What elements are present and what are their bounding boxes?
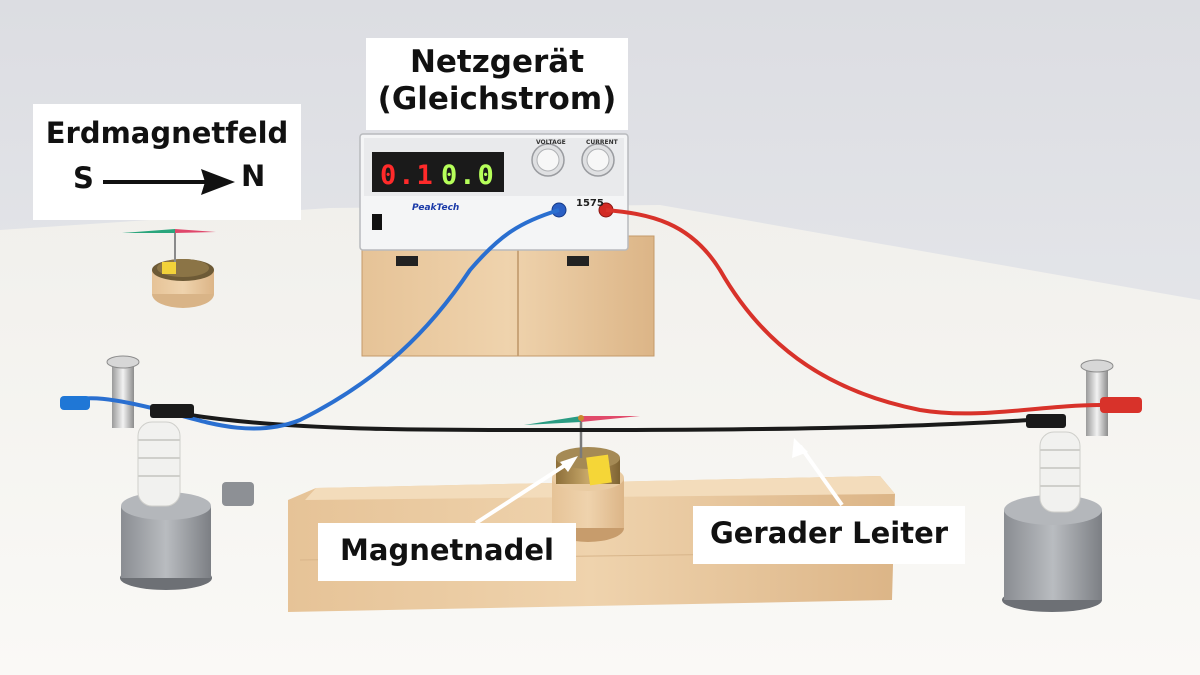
right-insulator-stand [1002, 359, 1114, 612]
power-switch [372, 214, 382, 230]
power-supply-label-line2: (Gleichstrom) [377, 81, 617, 118]
power-supply-label: Netzgerät (Gleichstrom) [366, 38, 628, 130]
reference-compass [122, 229, 216, 308]
straight-conductor-wire [189, 413, 1031, 433]
power-supply-unit [359, 133, 629, 266]
left-insulator-stand [106, 355, 254, 590]
model-number: 1575 [576, 198, 604, 209]
arrow-right-icon [103, 168, 235, 195]
south-label: S [73, 160, 94, 195]
brand-logo: PeakTech [412, 203, 460, 213]
power-supply-label-line1: Netzgerät [409, 44, 585, 80]
wire-pointer-arrow [792, 438, 844, 507]
display-panel [372, 152, 504, 192]
voltage-display: 0.1 [380, 160, 435, 191]
straight-conductor-label: Gerader Leiter [693, 506, 965, 564]
field-direction: S N [33, 157, 301, 205]
north-label: N [241, 158, 266, 193]
needle-pointer-arrow [474, 456, 578, 525]
center-compass [524, 415, 640, 542]
positive-cable [605, 208, 1101, 416]
magnetic-needle-label: Magnetnadel [318, 523, 576, 581]
negative-cable [63, 208, 560, 431]
current-display: 0.0 [441, 160, 496, 191]
current-knob-label: CURRENT [586, 139, 618, 146]
earth-field-title: Erdmagnetfeld [45, 116, 289, 150]
voltage-knob-label: VOLTAGE [536, 139, 566, 146]
earth-field-label: Erdmagnetfeld S N [33, 104, 301, 220]
power-supply-stand [361, 235, 655, 357]
